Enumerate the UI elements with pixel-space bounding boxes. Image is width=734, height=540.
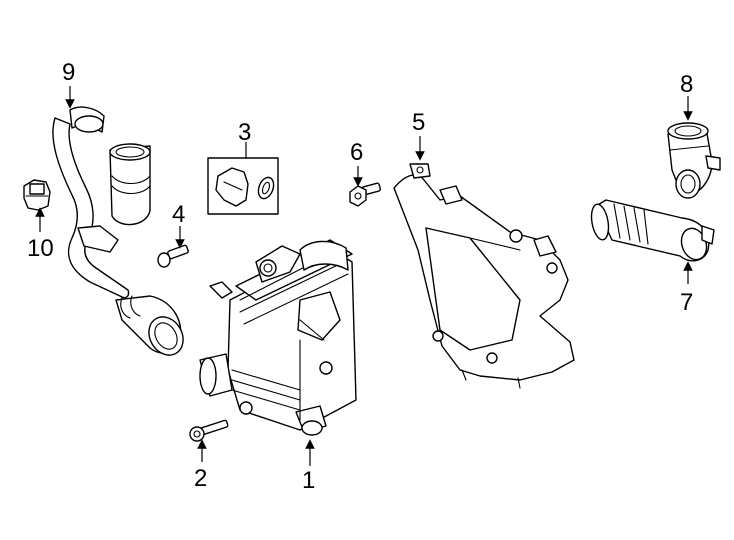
- sensor-part-10: [23, 179, 51, 211]
- callout-8: 8: [680, 71, 693, 98]
- callout-9: 9: [62, 59, 75, 86]
- callout-labels: 9 10 3 4 5 6 8 7 1 2: [27, 59, 693, 494]
- callout-10: 10: [27, 235, 54, 262]
- callout-2: 2: [194, 465, 207, 492]
- duct-part-7: [590, 199, 715, 262]
- bolt-part-6: [349, 182, 381, 207]
- bolt-part-4: [157, 244, 189, 268]
- hose-part-9: [52, 106, 184, 356]
- callout-5: 5: [412, 109, 425, 136]
- bolt-part-2: [189, 419, 229, 442]
- callout-6: 6: [350, 139, 363, 166]
- intercooler-part-1: [199, 239, 357, 436]
- callout-3: 3: [238, 119, 251, 146]
- leader-lines: [35, 86, 693, 466]
- elbow-part-8: [667, 122, 721, 199]
- callout-7: 7: [680, 289, 693, 316]
- bracket-part-5: [393, 163, 575, 389]
- callout-4: 4: [172, 201, 185, 228]
- callout-1: 1: [302, 467, 315, 494]
- sensor-kit-part-3: [207, 157, 279, 215]
